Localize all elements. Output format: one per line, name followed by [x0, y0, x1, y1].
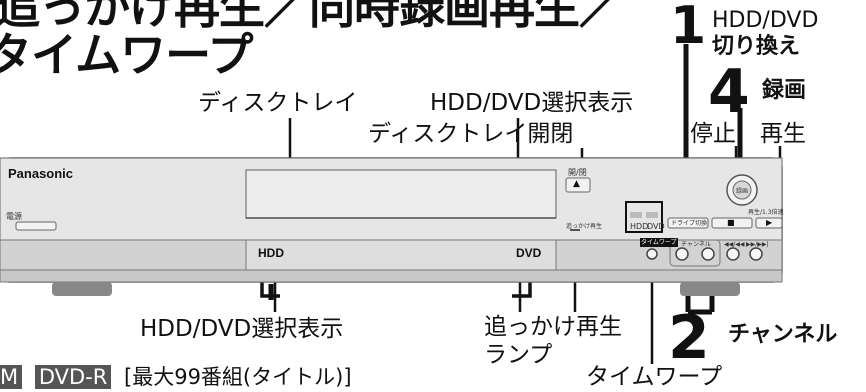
channel-small-label: チャンネル — [681, 241, 711, 248]
power-label: 電源 — [6, 212, 22, 221]
play-small-label: 再生/1.3倍速 — [748, 209, 784, 216]
callout-number-2: 2 — [668, 303, 710, 373]
page-title-line1: 追っかけ再生／同時録画再生／ — [0, 0, 625, 34]
page-title-line2: タイムワープ — [0, 28, 253, 82]
drive-select-label: ドライブ切換 — [671, 220, 708, 227]
record-button[interactable] — [727, 175, 757, 205]
footnote-text: [最大99番組(タイトル)] — [124, 365, 352, 389]
play-icon[interactable]: ▶ — [766, 218, 773, 227]
callout-record: 録画 — [762, 78, 807, 103]
callout-hdd-dvd-indicator-top: HDD/DVD選択表示 — [430, 90, 634, 116]
tag-dvd-r: DVD-R — [34, 365, 112, 389]
skip-back-label: ◀◀/◀◀ — [724, 241, 745, 248]
callout-time-warp: タイムワープ — [586, 364, 723, 390]
time-warp-small-label: タイムワープ — [640, 238, 678, 247]
callout-play: 再生 — [760, 121, 806, 147]
chase-small-label: 追っかけ再生 — [566, 223, 603, 230]
callout-chase-play-lamp-line2: ランプ — [484, 342, 553, 368]
callout-hdd-dvd-switch-line2: 切り換え — [712, 34, 801, 59]
callout-disc-tray: ディスクトレイ — [198, 90, 358, 116]
hdd-small-label: HDD — [630, 222, 649, 231]
tag-ram: M — [0, 365, 23, 389]
stop-icon[interactable]: ■ — [727, 218, 735, 227]
callout-channel: チャンネル — [728, 322, 838, 347]
dvd-front-label: DVD — [516, 246, 542, 260]
callout-hdd-dvd-indicator-bottom: HDD/DVD選択表示 — [140, 316, 344, 342]
dvd-small-label: DVD — [647, 222, 665, 231]
open-close-label: 開/閉 — [568, 168, 587, 177]
callout-number-1: 1 — [670, 0, 707, 56]
callout-hdd-dvd-switch-line1: HDD/DVD — [712, 8, 819, 33]
hdd-front-label: HDD — [258, 246, 284, 260]
record-small-label: 録画 — [736, 188, 749, 195]
callout-disc-tray-open-close: ディスクトレイ開閉 — [368, 121, 574, 147]
callout-stop: 停止 — [690, 121, 736, 147]
eject-icon[interactable]: ▲ — [573, 179, 580, 189]
brand-logo: Panasonic — [8, 166, 74, 181]
callout-chase-play-lamp-line1: 追っかけ再生 — [484, 314, 622, 340]
footnote: M DVD-R [最大99番組(タイトル)] — [0, 364, 352, 390]
skip-forward-label: ▶▶/▶▶| — [746, 241, 769, 248]
callout-number-4: 4 — [708, 57, 750, 127]
